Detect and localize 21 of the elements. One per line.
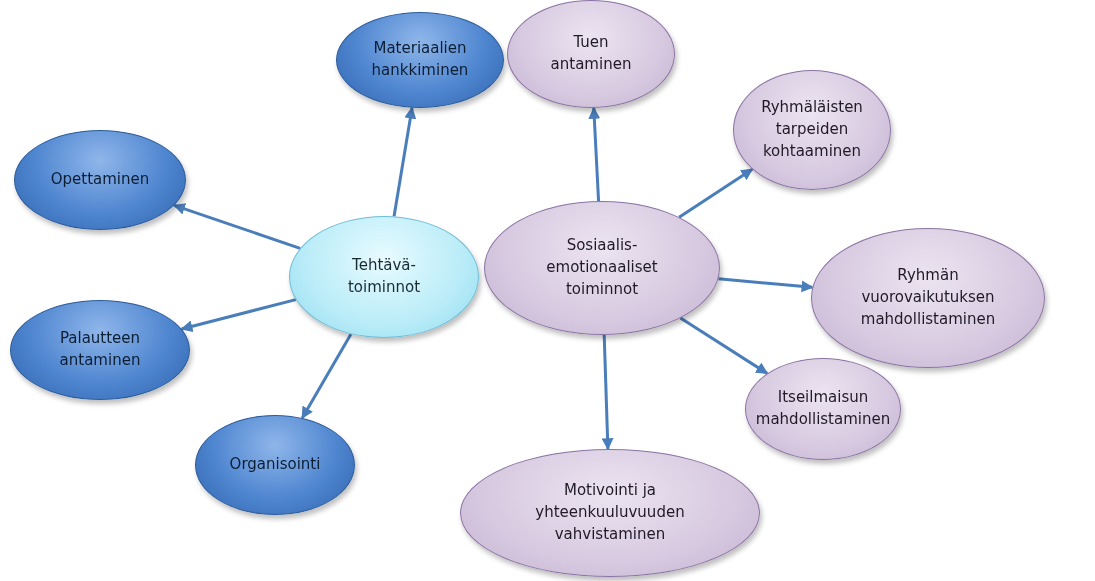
ellipse-node [745, 358, 901, 460]
node-label: Motivointi ja yhteenkuuluvuuden vahvistaminen [534, 480, 686, 545]
arrow [300, 333, 353, 420]
arrow [601, 334, 614, 451]
arrow [678, 168, 754, 219]
node-label: Organisointi [229, 454, 321, 476]
node-label: Palautteen antaminen [58, 328, 142, 371]
node-label: Ryhmäläisten tarpeiden kohtaaminen [760, 97, 864, 162]
node-label: Ryhmän vuorovaikutuksen mahdollistaminen [859, 265, 997, 330]
arrow [588, 106, 601, 202]
node-label: Sosiaalis- emotionaaliset toiminnot [545, 235, 659, 300]
node-label: Itseilmaisun mahdollistaminen [755, 387, 891, 430]
arrow [718, 277, 814, 293]
arrow [392, 106, 417, 217]
arrow [173, 203, 301, 250]
node-label: Tehtävä- toiminnot [346, 255, 422, 298]
arrow [180, 298, 297, 333]
node-label: Opettaminen [50, 169, 150, 191]
node-label: Materiaalien hankkiminen [370, 38, 470, 81]
arrow [679, 316, 769, 375]
node-label: Tuen antaminen [549, 32, 633, 75]
